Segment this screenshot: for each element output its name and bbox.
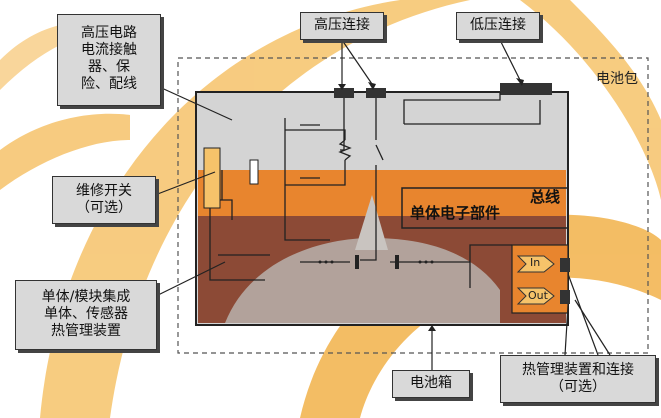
bus-label: 总线 [530, 188, 561, 206]
cell-module-line-1: 单体/模块集成 [41, 289, 131, 305]
orange-band [198, 170, 566, 216]
hv-connector-left [334, 88, 354, 98]
lv-connector [500, 83, 552, 95]
callout-battery-box: 电池箱 [392, 370, 470, 398]
gray-arc [225, 238, 500, 323]
lv-connection-label: 低压连接 [470, 17, 526, 33]
leader-lines [147, 39, 611, 370]
battery-pack-boundary [177, 57, 649, 354]
port-in-connector [560, 258, 570, 272]
callout-thermal: 热管理装置和连接 （可选） [500, 355, 656, 403]
battery-pack-label: 电池包 [596, 71, 638, 87]
service-switch-line-2: （可选） [76, 200, 132, 216]
hv-connector-right [366, 88, 386, 98]
service-switch-line-1: 维修开关 [76, 183, 132, 199]
callout-lv-connection: 低压连接 [456, 12, 540, 40]
port-out-connector [560, 290, 570, 304]
port-in-label: In [530, 256, 541, 269]
callout-cell-module: 单体/模块集成 单体、传感器 热管理装置 [15, 280, 157, 350]
fuse-icon [249, 159, 259, 185]
callout-hv-connection: 高压连接 [300, 12, 384, 40]
thermal-line-2: （可选） [550, 379, 606, 395]
port-out-arrow [516, 287, 555, 305]
battery-box-label: 电池箱 [410, 375, 452, 391]
hv-circuit-line-1: 高压电路 [81, 25, 137, 41]
port-in-arrow [516, 255, 555, 273]
arrowheads [338, 78, 524, 331]
cell-module-line-3: 热管理装置 [51, 323, 121, 339]
callout-service-switch: 维修开关 （可选） [52, 176, 156, 224]
cell-electronics-label: 单体电子部件 [410, 204, 501, 222]
cell-module-line-2: 单体、传感器 [44, 306, 128, 322]
hv-connection-label: 高压连接 [314, 17, 370, 33]
callout-hv-circuit: 高压电路 电流接触 器、保 险、配线 [57, 14, 161, 106]
service-switch-icon [203, 147, 221, 209]
resistor-icon [338, 139, 352, 161]
thermal-line-1: 热管理装置和连接 [522, 362, 634, 378]
cell-chain [318, 255, 434, 269]
hv-circuit-line-3: 器、保 [88, 59, 130, 75]
hv-circuit-line-2: 电流接触 [81, 42, 137, 58]
gray-spike [355, 195, 388, 250]
cell-electronics-box [401, 187, 569, 229]
hv-circuit-line-4: 险、配线 [81, 76, 137, 92]
port-out-label: Out [528, 289, 548, 302]
